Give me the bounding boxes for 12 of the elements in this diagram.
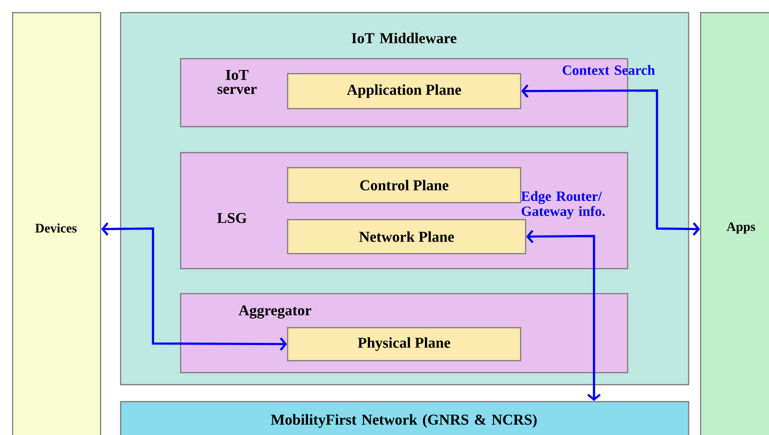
arrow: [101, 222, 287, 351]
plane-box: Control Plane: [287, 167, 522, 204]
layer-band: Apps: [700, 12, 769, 435]
edge-label: Edge Router/ Gateway info.: [521, 191, 605, 219]
arrow: [526, 230, 601, 401]
network-band: MobilityFirst Network (GNRS & NCRS): [120, 400, 690, 435]
plane-box: Network Plane: [287, 219, 526, 254]
layer-band: Devices: [12, 12, 102, 435]
plane-box: Physical Plane: [287, 326, 522, 362]
edge-label: Context Search: [562, 65, 655, 75]
arrow: [521, 84, 700, 236]
plane-box: Application Plane: [287, 73, 522, 110]
